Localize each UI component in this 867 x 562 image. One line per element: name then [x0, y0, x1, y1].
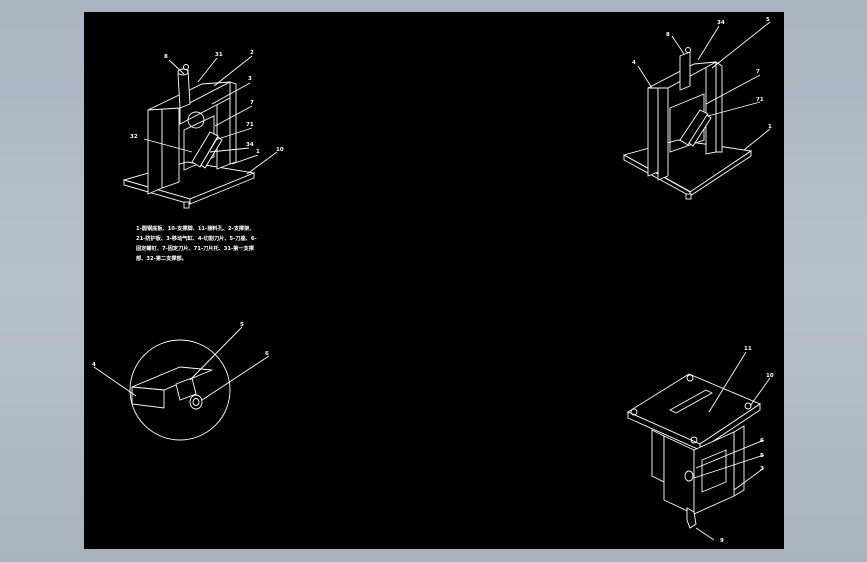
callout-3: 3: [248, 76, 252, 82]
bottom-frame: [693, 431, 735, 515]
foot-hole-4: [690, 436, 698, 444]
frame-window-right: [669, 93, 705, 153]
foot-hole-1: [686, 374, 694, 382]
support-foot-left: [183, 201, 190, 209]
detail-beam-front: [131, 386, 165, 409]
cylinder-knob-left: [183, 64, 189, 70]
cylinder-right: [679, 51, 691, 91]
blade-left: [191, 131, 219, 168]
view-bottom: 11 10 6 5 3 9: [627, 346, 774, 544]
upright-right-side-b: [657, 83, 669, 181]
base-plate-left-front: [189, 172, 255, 205]
bottom-screw: [684, 470, 694, 482]
view-front-right: 8 34 5 4 7 71 1: [622, 17, 772, 200]
foot-hole-3: [630, 408, 638, 416]
detail-circle: [129, 339, 231, 441]
callout-5: 5: [240, 322, 244, 328]
legend-line-2: 21-防护板、3-移动气缸、4-切割刀片、5-刀座、6-: [136, 236, 257, 242]
callout-8: 8: [666, 32, 670, 38]
leaders-left: [143, 55, 278, 175]
foot-hole-2: [744, 402, 752, 410]
cylinder-knob-right: [685, 47, 691, 53]
bolt-circle-left: [187, 111, 205, 129]
callout-34: 34: [717, 20, 725, 26]
detail-screw-head: [189, 394, 203, 410]
legend-line-3: 固定螺钉、7-固定刀片、71-刀片托、31-第一支撑: [136, 246, 254, 252]
view-detail: 4 5 6: [92, 322, 270, 441]
upright-left-a: [147, 103, 163, 195]
upright-right-side-c: [705, 61, 717, 155]
callout-34: 34: [246, 142, 254, 148]
callout-9: 9: [720, 538, 724, 544]
upright-right-b: [229, 81, 237, 165]
callout-6: 6: [265, 351, 269, 357]
bottom-leg-a: [651, 429, 665, 483]
upright-right-side-a: [647, 83, 659, 177]
callout-1: 1: [768, 124, 772, 130]
bottom-cylinder: [686, 507, 697, 529]
blade-holder-left: [200, 136, 223, 169]
callout-5: 5: [760, 453, 764, 459]
drawing-canvas: 8 31 2 3 7 71 32 34 1 10: [84, 12, 784, 549]
callout-71: 71: [246, 122, 254, 128]
callout-5: 5: [766, 17, 770, 23]
callout-10: 10: [276, 147, 284, 153]
callout-11: 11: [744, 346, 752, 352]
callout-32: 32: [130, 134, 138, 140]
callout-10: 10: [766, 373, 774, 379]
callout-8: 8: [164, 54, 168, 60]
cad-drawing: 8 31 2 3 7 71 32 34 1 10: [92, 17, 774, 544]
support-foot-right: [685, 193, 692, 200]
leaders-right: [637, 21, 771, 151]
callout-7: 7: [756, 69, 760, 75]
legend-line-1: 1-圆钢底板、10-支撑脚、11-接料孔、2-支撑架、: [136, 226, 255, 232]
cylinder-left: [177, 69, 191, 109]
callout-2: 2: [250, 50, 254, 56]
blade-holder-right: [688, 114, 712, 147]
callout-71: 71: [756, 97, 764, 103]
blade-right: [679, 109, 709, 146]
callout-31: 31: [215, 52, 223, 58]
feed-slot: [669, 389, 713, 414]
callout-6: 6: [760, 438, 764, 444]
leaders-detail: [93, 326, 270, 401]
callout-3: 3: [760, 466, 764, 472]
callout-4: 4: [92, 362, 96, 368]
detail-seat: [175, 377, 197, 401]
legend-line-4: 部、32-第二支撑部。: [136, 256, 187, 262]
callout-7: 7: [250, 100, 254, 106]
view-front-left: 8 31 2 3 7 71 32 34 1 10: [122, 50, 284, 209]
bottom-window: [701, 449, 727, 493]
detail-screw-inner: [192, 398, 200, 406]
leaders-bottom: [693, 351, 771, 541]
parts-legend: 1-圆钢底板、10-支撑脚、11-接料孔、2-支撑架、 21-防护板、3-移动气…: [136, 224, 306, 264]
upright-right-side-d: [715, 61, 723, 153]
bottom-leg-c: [733, 425, 745, 497]
top-beam-front-left: [179, 81, 231, 125]
callout-1: 1: [256, 149, 260, 155]
callout-4: 4: [632, 60, 636, 66]
